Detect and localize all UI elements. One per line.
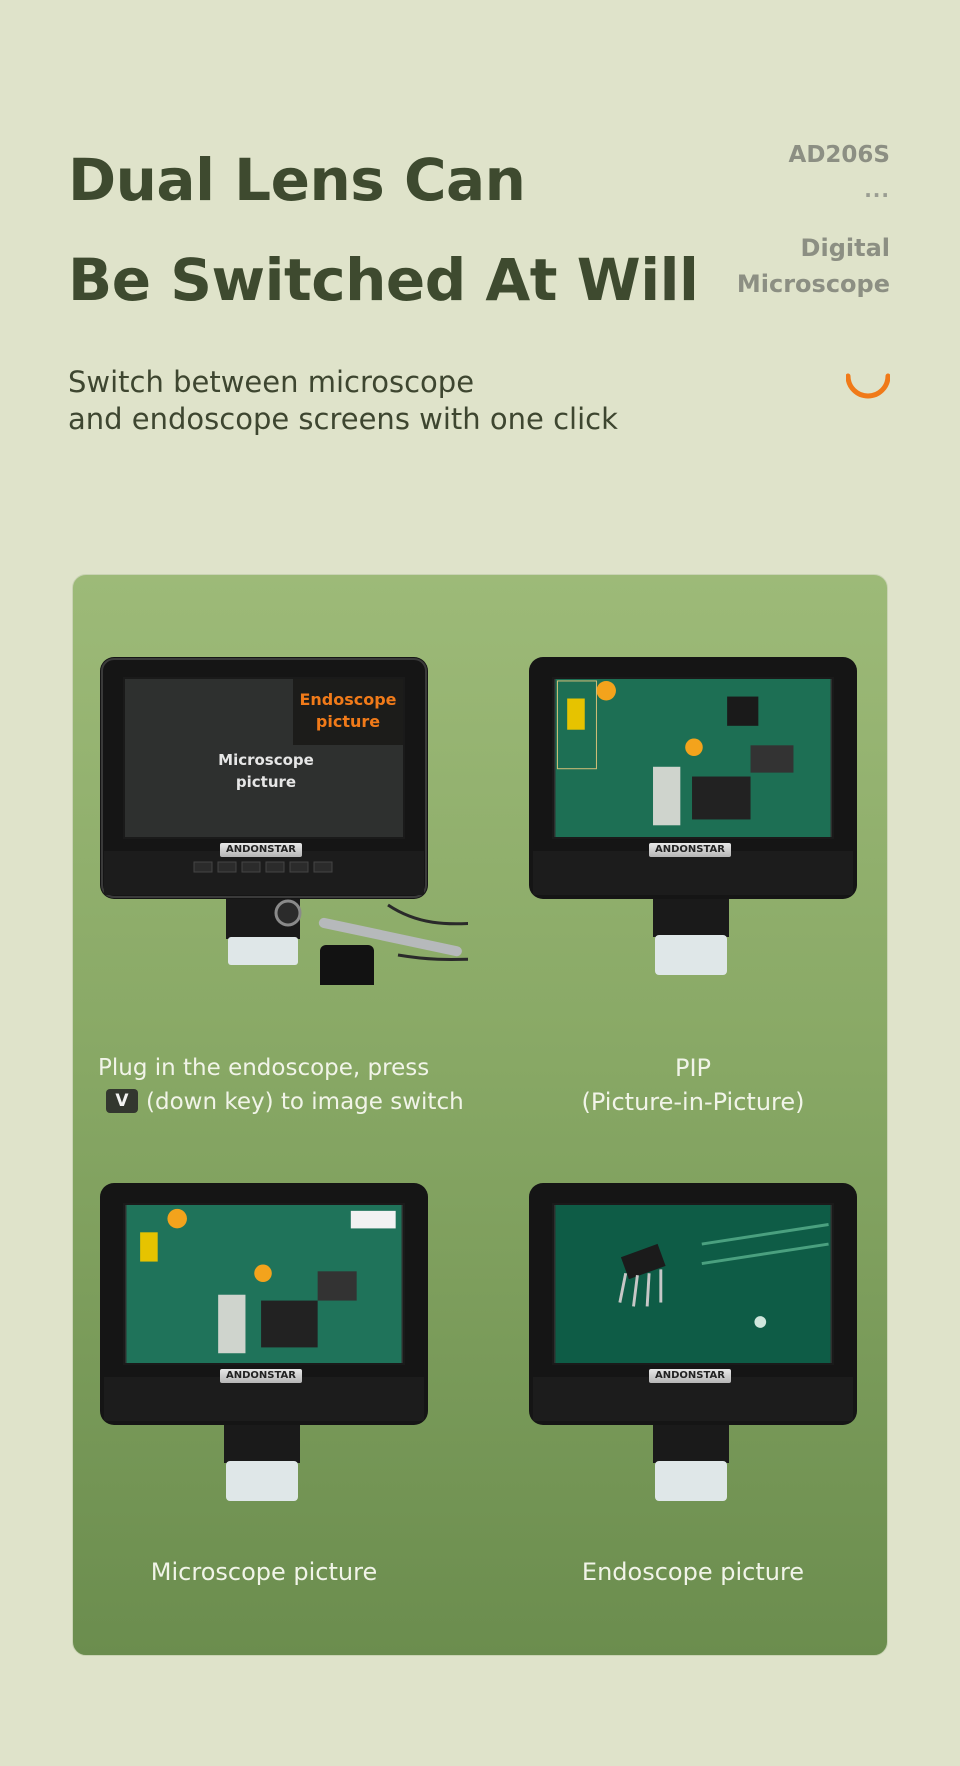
product-line-1: Digital [800, 234, 890, 262]
model-ellipsis: ... [864, 178, 890, 202]
subtitle-line-2: and endoscope screens with one click [68, 402, 618, 436]
switch-caption-line-2-wrap: V (down key) to image switch [98, 1085, 478, 1119]
chip-closeup-screen [552, 1203, 834, 1365]
subtitle-line-1: Switch between microscope [68, 365, 475, 399]
overlay-line-2: picture [315, 712, 381, 731]
endoscope-caption: Endoscope picture [581, 1558, 805, 1586]
title-line-2: Be Switched At Will [68, 246, 699, 314]
switch-caption-line-2: (down key) to image switch [146, 1089, 464, 1115]
switch-caption-text: Plug in the endoscope, press V (down key)… [98, 1051, 478, 1119]
loading-spinner-icon [846, 373, 890, 399]
switch-screen: Endoscope picture Microscope picture [123, 677, 405, 839]
brand-label: ANDONSTAR [649, 1369, 731, 1383]
brand-label: ANDONSTAR [649, 843, 731, 857]
page-subtitle: Switch between microscope and endoscope … [68, 364, 618, 438]
pcb-screen [552, 677, 834, 839]
page-title: Dual Lens Can Be Switched At Will [68, 130, 699, 330]
main-line-1: Microscope [218, 751, 314, 769]
down-key-badge: V [106, 1089, 138, 1113]
brand-label: ANDONSTAR [220, 1369, 302, 1383]
title-line-1: Dual Lens Can [68, 146, 526, 214]
pip-caption-line-2: (Picture-in-Picture) [581, 1088, 805, 1116]
pcb-screen [123, 1203, 405, 1365]
product-name: Digital Microscope [737, 230, 890, 302]
pip-caption-line-1: PIP [674, 1054, 712, 1082]
main-screen-label: Microscope picture [125, 749, 403, 793]
microscope-caption: Microscope picture [150, 1558, 378, 1586]
model-number: AD206S [788, 142, 890, 168]
endoscope-demo: ANDONSTAR [527, 1181, 859, 1511]
microscope-demo: ANDONSTAR [98, 1181, 430, 1511]
pip-demo: ANDONSTAR [527, 655, 859, 985]
brand-label: ANDONSTAR [220, 843, 302, 857]
overlay-line-1: Endoscope [299, 690, 397, 709]
switch-caption-line-1: Plug in the endoscope, press [98, 1055, 430, 1081]
product-line-2: Microscope [736, 270, 890, 298]
main-line-2: picture [235, 773, 297, 791]
pip-overlay: Endoscope picture [293, 679, 403, 745]
switch-demo: Endoscope picture Microscope picture AND… [98, 655, 468, 1045]
feature-panel: Endoscope picture Microscope picture AND… [72, 574, 888, 1656]
pip-caption: PIP (Picture-in-Picture) [527, 1051, 859, 1119]
